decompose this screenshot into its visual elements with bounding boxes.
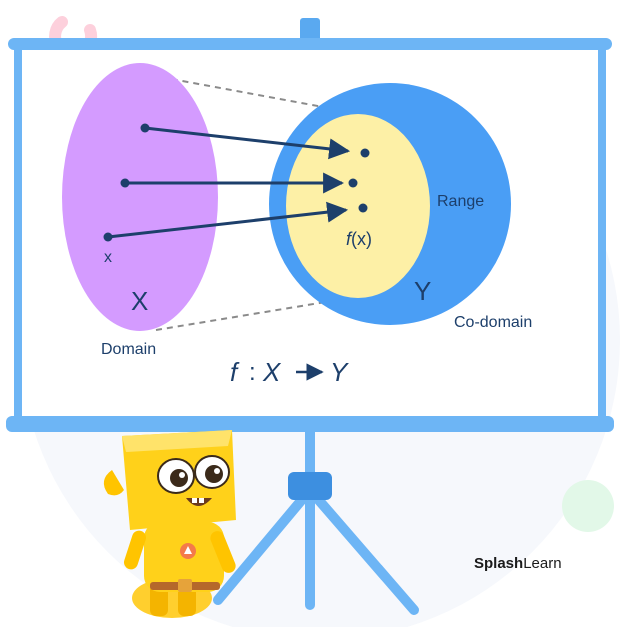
- board-top-bar: [8, 38, 612, 50]
- image-fx-label: f(x): [346, 229, 372, 249]
- codomain-set-letter: Y: [414, 276, 431, 306]
- image-fx-f: f: [346, 229, 353, 249]
- range-label: Range: [437, 193, 484, 210]
- tripod-right-leg: [305, 485, 419, 615]
- mascot-left-arm: [123, 530, 147, 570]
- board-top-hook: [300, 18, 320, 44]
- function-notation: f : X Y: [230, 357, 349, 387]
- domain-point-1: [140, 123, 150, 133]
- range-point-2: [348, 178, 358, 188]
- range-point-3: [358, 203, 368, 213]
- mapping-arrow-1: [144, 126, 351, 160]
- codomain-label: Co-domain: [454, 314, 532, 331]
- notation-f: f: [230, 357, 240, 387]
- notation-X: X: [262, 357, 282, 387]
- board-bottom-bar: [6, 416, 614, 432]
- domain-point-3: [103, 232, 113, 242]
- mapping-arrow-3: [107, 201, 349, 239]
- logo-regular-text: Learn: [523, 555, 562, 572]
- element-x-label: x: [104, 249, 112, 266]
- image-fx-arg: (x): [351, 229, 372, 249]
- domain-set-ellipse: [62, 63, 218, 331]
- mascot-character: [103, 430, 236, 618]
- mascot-right-eye-shine: [214, 468, 220, 474]
- tripod-stand: [213, 18, 419, 615]
- range-set-ellipse: [286, 114, 430, 298]
- mascot-tooth-right: [199, 498, 204, 503]
- logo-bold-text: Splash: [474, 555, 524, 572]
- domain-label: Domain: [101, 341, 156, 358]
- domain-set-letter: X: [131, 286, 148, 316]
- mascot-tooth-left: [192, 498, 197, 503]
- mascot-belt-buckle: [178, 579, 192, 592]
- mascot-head-top: [122, 430, 232, 452]
- range-point-1: [360, 148, 370, 158]
- domain-point-2: [120, 178, 130, 188]
- mascot-ear: [103, 470, 124, 496]
- mascot-left-eye-shine: [179, 472, 185, 478]
- mascot-right-arm: [210, 531, 236, 573]
- notation-colon: :: [249, 359, 256, 386]
- splashlearn-logo: SplashLearn: [474, 555, 562, 572]
- dashed-connector-bottom: [155, 295, 363, 331]
- green-dot-decoration: [562, 480, 614, 532]
- tripod-left-leg: [213, 485, 315, 605]
- mascot-badge-flame: [184, 546, 192, 554]
- mascot-left-pupil: [170, 469, 188, 487]
- notation-Y: Y: [330, 357, 349, 387]
- tripod-clamp: [288, 472, 332, 500]
- mascot-right-pupil: [205, 465, 223, 483]
